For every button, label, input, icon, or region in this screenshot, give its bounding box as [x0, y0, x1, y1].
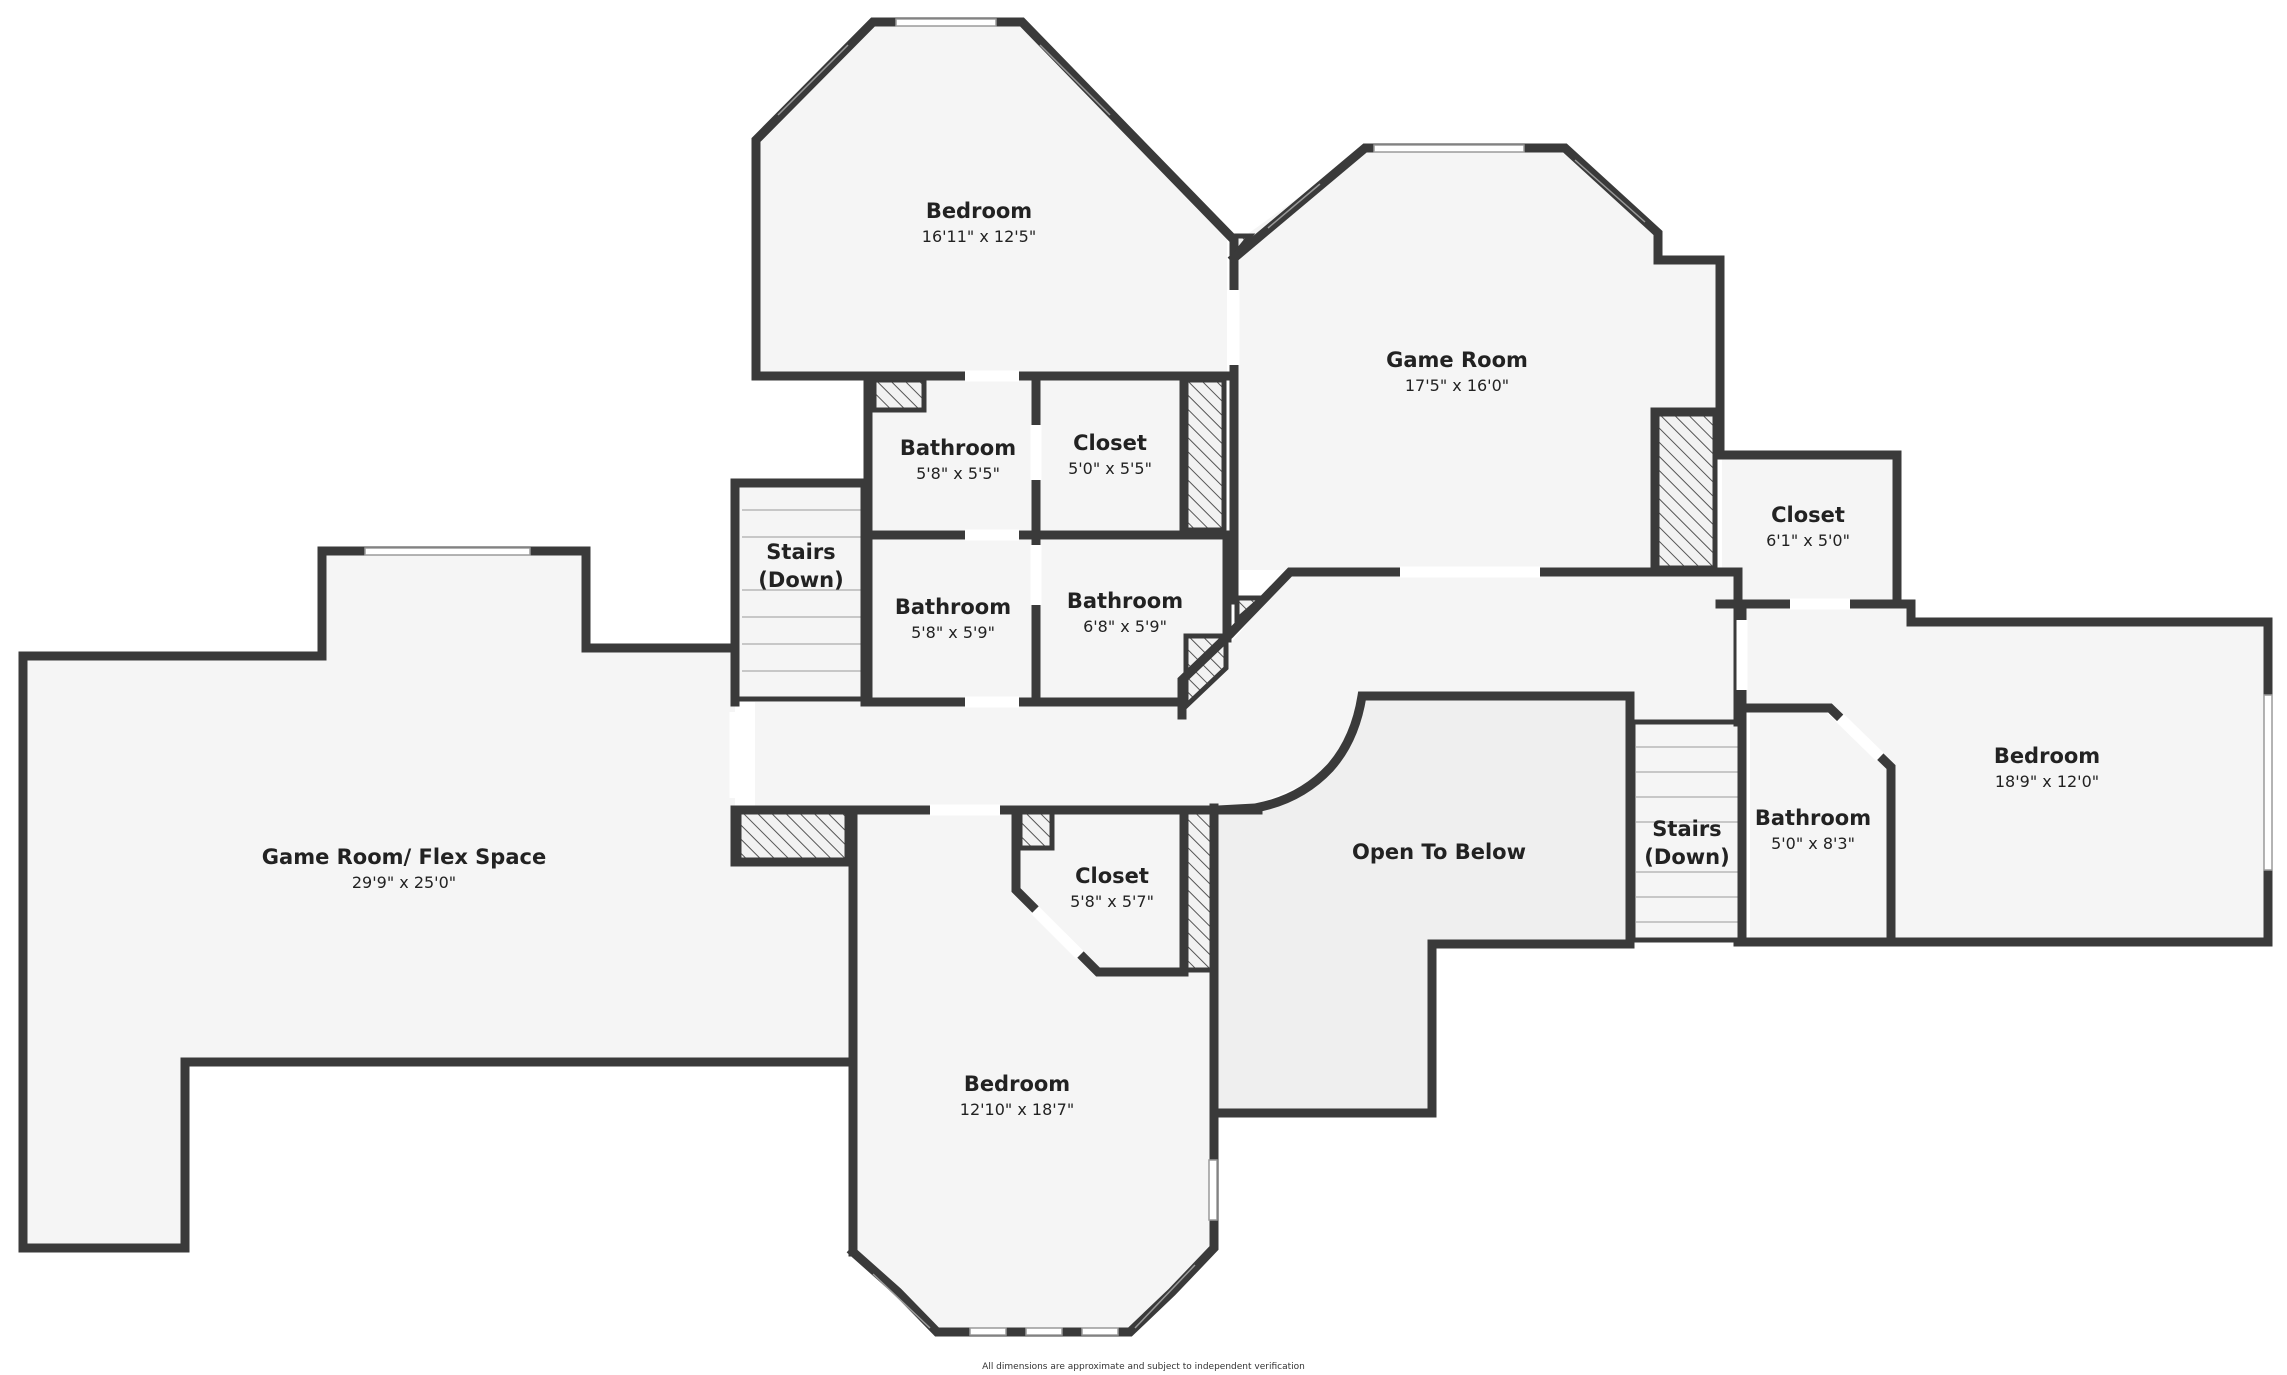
- windows: [364, 18, 2273, 1336]
- svg-text:Closet: Closet: [1771, 503, 1845, 527]
- svg-text:Stairs: Stairs: [766, 540, 835, 564]
- label-closet-3: Closet 5'8" x 5'7": [1070, 864, 1154, 911]
- window: [364, 547, 531, 556]
- floor-closet-2: [1722, 457, 1894, 602]
- label-open-below: Open To Below: [1352, 840, 1526, 864]
- window: [895, 18, 997, 27]
- svg-text:Closet: Closet: [1075, 864, 1149, 888]
- label-bedroom-top: Bedroom 16'11" x 12'5": [922, 199, 1036, 246]
- label-bathroom-4: Bathroom 5'0" x 8'3": [1755, 806, 1871, 853]
- label-bathroom-3: Bathroom 6'8" x 5'9": [1067, 589, 1183, 636]
- svg-text:17'5" x 16'0": 17'5" x 16'0": [1405, 376, 1509, 395]
- window: [1208, 1159, 1218, 1221]
- svg-text:Bathroom: Bathroom: [1067, 589, 1183, 613]
- svg-text:Bedroom: Bedroom: [1994, 744, 2100, 768]
- svg-text:Bedroom: Bedroom: [964, 1072, 1070, 1096]
- label-closet-2: Closet 6'1" x 5'0": [1766, 503, 1850, 550]
- svg-text:29'9" x 25'0": 29'9" x 25'0": [352, 873, 456, 892]
- svg-text:Bathroom: Bathroom: [900, 436, 1016, 460]
- disclaimer-text: All dimensions are approximate and subje…: [982, 1362, 1305, 1372]
- svg-text:16'11" x 12'5": 16'11" x 12'5": [922, 227, 1036, 246]
- svg-text:Bathroom: Bathroom: [895, 595, 1011, 619]
- label-stairs-left: Stairs (Down): [758, 540, 843, 592]
- floors: [23, 24, 2266, 1330]
- label-stairs-right: Stairs (Down): [1644, 817, 1729, 869]
- window: [969, 1327, 1007, 1336]
- label-bathroom-2: Bathroom 5'8" x 5'9": [895, 595, 1011, 642]
- stairs-left-graphic: [734, 480, 868, 702]
- svg-text:(Down): (Down): [758, 568, 843, 592]
- label-game-room: Game Room 17'5" x 16'0": [1386, 348, 1528, 395]
- window: [2263, 694, 2273, 871]
- floor-closet-1: [1039, 378, 1181, 530]
- label-closet-1: Closet 5'0" x 5'5": [1068, 431, 1152, 478]
- window: [777, 44, 849, 116]
- svg-text:12'10" x 18'7": 12'10" x 18'7": [960, 1100, 1074, 1119]
- svg-text:Game Room: Game Room: [1386, 348, 1528, 372]
- label-bedroom-right: Bedroom 18'9" x 12'0": [1994, 744, 2100, 791]
- floor-hallway: [755, 572, 1738, 808]
- floor-bathroom-4: [1750, 712, 1888, 938]
- floor-bedroom-right: [1745, 608, 2266, 940]
- chase-4: [736, 809, 850, 863]
- svg-text:5'8" x 5'7": 5'8" x 5'7": [1070, 892, 1154, 911]
- chase-1: [871, 377, 927, 413]
- svg-text:5'8" x 5'9": 5'8" x 5'9": [911, 623, 995, 642]
- window: [1081, 1327, 1119, 1336]
- svg-text:6'1" x 5'0": 6'1" x 5'0": [1766, 531, 1850, 550]
- svg-text:Game Room/ Flex Space: Game Room/ Flex Space: [262, 845, 546, 869]
- label-bathroom-1: Bathroom 5'8" x 5'5": [900, 436, 1016, 483]
- svg-text:Stairs: Stairs: [1652, 817, 1721, 841]
- window: [1267, 183, 1321, 229]
- doorways: [729, 290, 1884, 959]
- svg-text:Closet: Closet: [1073, 431, 1147, 455]
- window: [1574, 159, 1646, 223]
- svg-text:Open To Below: Open To Below: [1352, 840, 1526, 864]
- svg-text:6'8" x 5'9": 6'8" x 5'9": [1083, 617, 1167, 636]
- doorway: [1836, 714, 1884, 761]
- window: [1134, 1264, 1196, 1329]
- chase-6: [1183, 809, 1215, 973]
- window: [1373, 144, 1525, 153]
- chase-5: [1017, 809, 1055, 851]
- window: [1025, 1327, 1063, 1336]
- floor-open-below: [1218, 696, 1628, 1112]
- svg-text:Bathroom: Bathroom: [1755, 806, 1871, 830]
- svg-text:5'0" x 5'5": 5'0" x 5'5": [1068, 459, 1152, 478]
- floor-bedroom-top: [758, 24, 1227, 373]
- window: [872, 1273, 931, 1329]
- svg-text:18'9" x 12'0": 18'9" x 12'0": [1995, 772, 2099, 791]
- chase-2: [1183, 377, 1227, 533]
- svg-text:(Down): (Down): [1644, 845, 1729, 869]
- window: [1039, 44, 1111, 116]
- chase-3: [1654, 409, 1718, 571]
- room-labels: Bedroom 16'11" x 12'5" Game Room 17'5" x…: [262, 199, 2100, 1119]
- svg-text:5'0" x 8'3": 5'0" x 8'3": [1771, 834, 1855, 853]
- floor-game-flex: [23, 551, 850, 1248]
- floor-bathroom-2: [872, 540, 1034, 700]
- svg-text:Bedroom: Bedroom: [926, 199, 1032, 223]
- svg-text:5'8" x 5'5": 5'8" x 5'5": [916, 464, 1000, 483]
- doorway: [1031, 906, 1084, 959]
- label-game-flex: Game Room/ Flex Space 29'9" x 25'0": [262, 845, 546, 892]
- label-bedroom-bottom: Bedroom 12'10" x 18'7": [960, 1072, 1074, 1119]
- floor-game-room: [1235, 150, 1717, 570]
